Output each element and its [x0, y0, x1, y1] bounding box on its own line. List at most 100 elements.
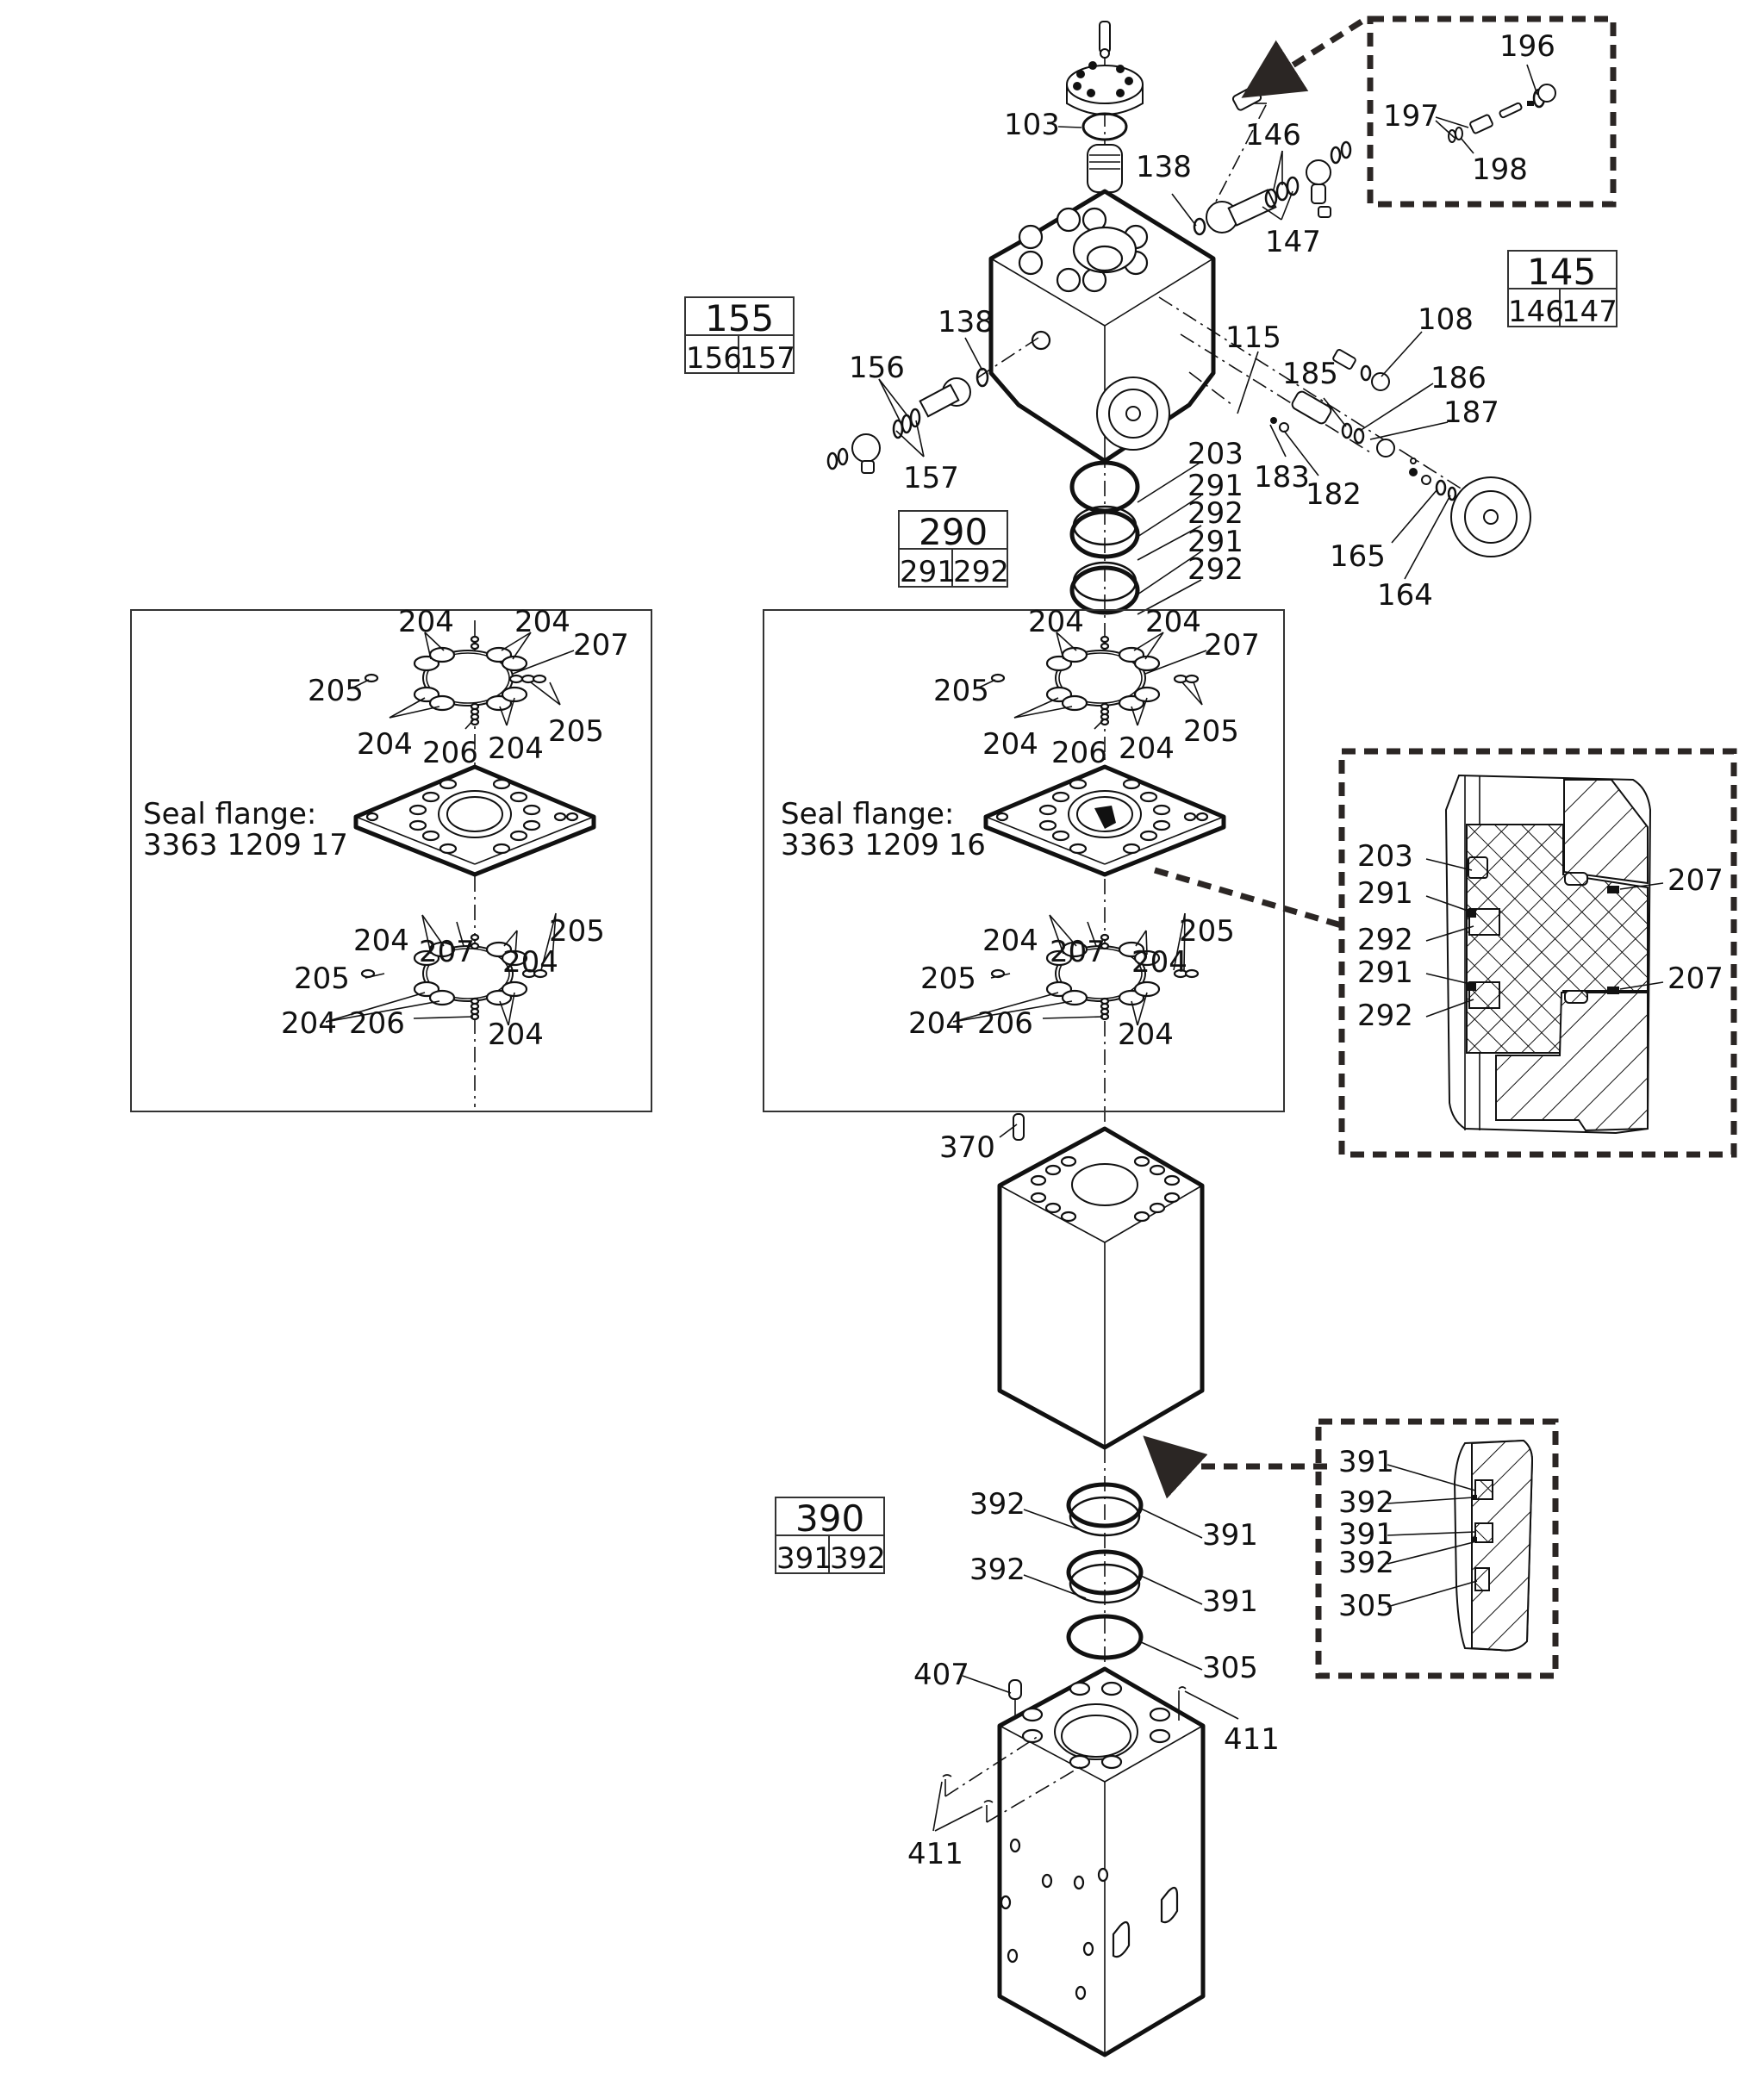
callout: 291	[1357, 955, 1413, 990]
callout: 291	[1357, 876, 1413, 911]
callout: 165	[1330, 539, 1386, 574]
callout: 207	[1667, 962, 1723, 996]
cylinder-head-group: 103 138 146 147 138 156 157 108 115 185 …	[826, 19, 1531, 1982]
kit-part: 156	[686, 341, 742, 376]
callout: 115	[1225, 321, 1281, 355]
callout: 292	[1187, 496, 1244, 531]
callout: 156	[849, 351, 905, 385]
washer-icon	[1100, 48, 1110, 59]
callout: 204	[1118, 1018, 1174, 1052]
control-valve-parts	[1270, 349, 1531, 557]
swivel-fitting-145	[1193, 140, 1352, 236]
callout: 204	[281, 1006, 337, 1041]
side-ports	[1000, 1838, 1179, 2001]
o-ring-103	[1081, 112, 1128, 141]
callout: 164	[1377, 578, 1433, 613]
callout: 138	[1136, 150, 1192, 184]
pin-407-icon	[1008, 1679, 1022, 1700]
callout: 108	[1418, 302, 1474, 337]
callout: 391	[1338, 1445, 1394, 1479]
callout: 196	[1499, 29, 1555, 64]
callout: 291	[1187, 469, 1244, 503]
callout: 204	[502, 945, 558, 980]
cylinder-group: 370 392 391 392 391 305	[939, 1113, 1327, 1685]
callout: 204	[1028, 605, 1084, 639]
callout: 205	[933, 674, 989, 708]
callout: 391	[1338, 1517, 1394, 1552]
callout: 204	[488, 1018, 544, 1052]
seal-flange-caption: Seal flange:	[781, 797, 954, 831]
callout: 103	[1004, 108, 1060, 142]
callout: 182	[1306, 477, 1362, 512]
detail-pointer	[1154, 867, 1345, 930]
valve-body-ports	[1018, 207, 1149, 293]
kit-number: 290	[919, 511, 988, 553]
o-rings-204	[364, 635, 547, 726]
kit-number: 390	[795, 1497, 864, 1540]
callout: 146	[1245, 118, 1301, 153]
pin-370-icon	[1013, 1113, 1025, 1141]
callout: 157	[903, 461, 959, 495]
side-port	[1031, 330, 1051, 351]
screw-icon	[1099, 21, 1111, 53]
callout: 205	[308, 674, 364, 708]
callout: 205	[1179, 914, 1235, 949]
callout: 411	[907, 1837, 963, 1871]
callout: 207	[1204, 628, 1260, 663]
callout: 204	[982, 924, 1038, 958]
callout: 197	[1383, 99, 1439, 134]
callout: 392	[969, 1553, 1025, 1587]
callout: 204	[1145, 605, 1201, 639]
kit-table-145: 145 146 147	[1507, 250, 1618, 329]
kit-table-155: 155 156 157	[684, 296, 795, 376]
kit-part: 147	[1561, 295, 1618, 329]
seal-flange-left-box: Seal flange: 3363 1209 17 204 204 207 20…	[130, 605, 652, 1112]
callout: 392	[969, 1487, 1025, 1522]
callout: 392	[1338, 1485, 1394, 1520]
callout: 206	[422, 736, 478, 770]
kit-part: 146	[1508, 295, 1564, 329]
callout: 147	[1265, 225, 1321, 259]
lower-seal-detail: 391 392 391 392 305	[1315, 1418, 1559, 1679]
callout: 292	[1357, 999, 1413, 1033]
callout: 204	[353, 924, 409, 958]
callout: 207	[1667, 863, 1723, 898]
lower-body-group: 407 411 411	[907, 1658, 1280, 2057]
kit-table-390: 390 391 392	[775, 1497, 886, 1576]
callout: 186	[1431, 361, 1487, 395]
callout: 207	[573, 628, 629, 663]
callout: 205	[294, 962, 350, 996]
callout: 305	[1338, 1589, 1394, 1623]
callout: 370	[939, 1130, 995, 1165]
callout: 207	[419, 935, 475, 969]
callout: 204	[1119, 731, 1175, 766]
callout: 292	[1357, 923, 1413, 957]
kit-number: 155	[705, 297, 774, 339]
callout: 392	[1338, 1546, 1394, 1580]
kit-table-290: 290 291 292	[898, 510, 1009, 589]
callout: 204	[982, 727, 1038, 762]
kit-number: 145	[1527, 251, 1596, 293]
callout: 305	[1202, 1651, 1258, 1685]
kit-part: 157	[739, 341, 795, 376]
callout: 391	[1202, 1584, 1258, 1619]
seal-ring-stack	[1069, 460, 1140, 615]
callout: 203	[1357, 839, 1413, 874]
seal-flange-part-number: 3363 1209 17	[143, 828, 348, 862]
callout: 204	[357, 727, 413, 762]
seal-flange-right-box: Seal flange: 3363 1209 16 204 204 207 20…	[763, 605, 1285, 1112]
callout: 206	[977, 1006, 1033, 1041]
callout: 204	[514, 605, 570, 639]
swivel-fitting-155	[826, 367, 989, 474]
callout: 407	[913, 1658, 969, 1692]
callout: 203	[1187, 437, 1244, 471]
callout: 205	[548, 714, 604, 749]
callout: 391	[1202, 1518, 1258, 1553]
cap-bolts	[1073, 61, 1133, 97]
callout: 187	[1443, 395, 1499, 430]
kit-part: 391	[776, 1541, 832, 1576]
callout: 206	[1051, 736, 1107, 770]
callout: 198	[1472, 153, 1528, 187]
